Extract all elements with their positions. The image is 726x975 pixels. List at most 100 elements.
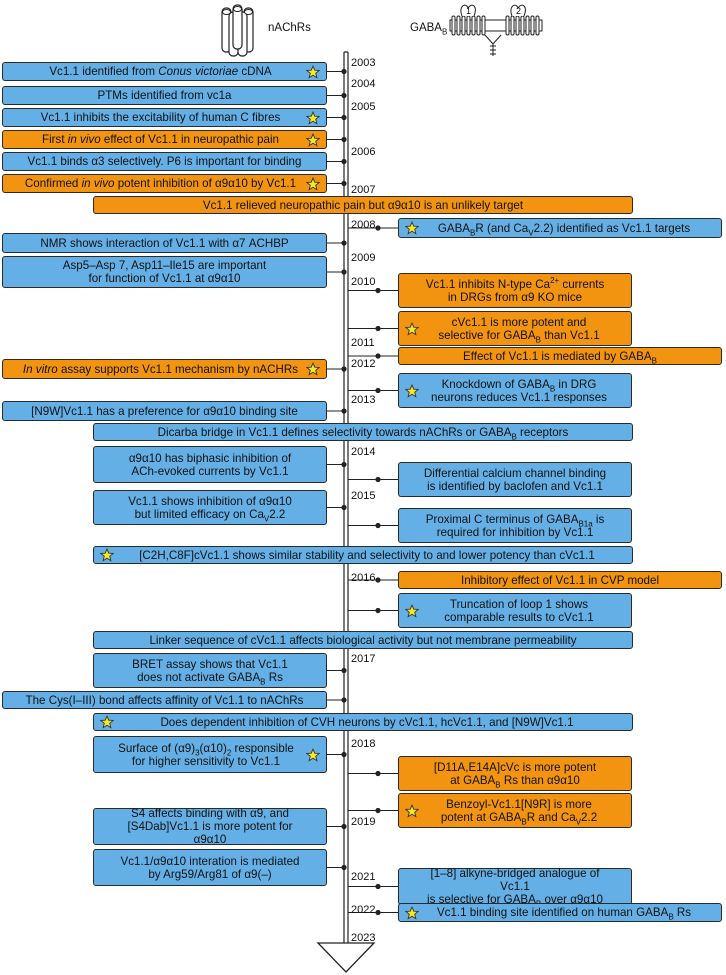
event-text: Vc1.1 binds α3 selectively. P6 is import… bbox=[27, 155, 302, 168]
event-text: The Cys(I–III) bond affects affinity of … bbox=[25, 693, 304, 707]
year-label: 2014 bbox=[351, 446, 376, 458]
event-text: GABABR (and CaV2.2) identified as Vc1.1 … bbox=[437, 221, 691, 237]
event-text: Vc1.1 inhibits the excitability of human… bbox=[40, 111, 281, 124]
timeline-dot bbox=[375, 287, 381, 294]
timeline-dot bbox=[341, 92, 347, 99]
timeline-event: Inhibitory effect of Vc1.1 in CVP model bbox=[398, 571, 722, 589]
star-icon bbox=[306, 64, 320, 79]
timeline-dot bbox=[375, 353, 381, 359]
event-text: S4 affects binding with α9, and[S4Dab]Vc… bbox=[127, 807, 293, 846]
star-icon bbox=[306, 132, 320, 147]
timeline-dot bbox=[341, 864, 347, 871]
year-label: 2016 bbox=[351, 572, 376, 584]
timeline-event: In vitro assay supports Vc1.1 mechanism … bbox=[2, 359, 327, 379]
timeline-event: GABABR (and CaV2.2) identified as Vc1.1 … bbox=[398, 218, 722, 238]
event-text: NMR shows interaction of Vc1.1 with α7 A… bbox=[40, 236, 289, 250]
year-label: 2010 bbox=[351, 276, 376, 288]
timeline-event: Vc1.1 identified from Conus victoriae cD… bbox=[2, 62, 327, 81]
event-text: Inhibitory effect of Vc1.1 in CVP model bbox=[460, 573, 660, 587]
year-label: 2013 bbox=[351, 394, 376, 406]
timeline-event: Vc1.1 binds α3 selectively. P6 is import… bbox=[2, 152, 327, 171]
star-icon bbox=[405, 321, 419, 336]
year-label: 2005 bbox=[351, 101, 376, 113]
timeline-arrowhead bbox=[316, 942, 376, 973]
gabab-subunit-2: 2 bbox=[516, 6, 522, 16]
timeline-dot bbox=[341, 504, 347, 511]
year-label: 2015 bbox=[351, 490, 376, 502]
star-icon bbox=[405, 905, 419, 920]
timeline-event: The Cys(I–III) bond affects affinity of … bbox=[2, 691, 327, 709]
year-label: 2018 bbox=[351, 738, 376, 750]
year-label: 2022 bbox=[351, 904, 376, 916]
timeline-dot bbox=[341, 366, 347, 372]
star-icon bbox=[306, 110, 320, 125]
timeline-dot bbox=[375, 607, 381, 614]
timeline-event: PTMs identified from vc1a bbox=[2, 86, 327, 105]
timeline-dot bbox=[375, 522, 381, 529]
timeline-dot bbox=[341, 667, 347, 674]
timeline-dot bbox=[375, 577, 381, 583]
timeline-dot bbox=[341, 408, 347, 414]
header-art bbox=[221, 4, 543, 57]
timeline-event: [N9W]Vc1.1 has a preference for α9α10 bi… bbox=[2, 401, 327, 421]
event-text: Confirmed in vivo potent inhibition of α… bbox=[24, 177, 297, 190]
star-icon bbox=[100, 715, 114, 729]
star-icon bbox=[306, 362, 320, 376]
timeline-dot bbox=[375, 325, 381, 332]
timeline-event: [C2H,C8F]cVc1.1 shows similar stability … bbox=[93, 546, 633, 564]
timeline-dot bbox=[375, 225, 381, 231]
year-label: 2011 bbox=[351, 337, 375, 349]
timeline-dot bbox=[375, 770, 381, 777]
gabab-label: GABAB bbox=[410, 22, 447, 36]
star-icon bbox=[405, 803, 419, 818]
year-label: 2003 bbox=[351, 57, 376, 69]
star-icon bbox=[306, 176, 320, 191]
timeline-dot bbox=[375, 387, 381, 394]
timeline-dot bbox=[341, 269, 347, 275]
timeline-dot bbox=[341, 68, 347, 75]
event-text: [N9W]Vc1.1 has a preference for α9α10 bi… bbox=[31, 404, 298, 418]
year-label: 2008 bbox=[351, 219, 376, 231]
star-icon bbox=[405, 383, 419, 398]
event-text: [C2H,C8F]cVc1.1 shows similar stability … bbox=[139, 548, 595, 562]
star-icon bbox=[306, 747, 320, 762]
timeline-dot bbox=[375, 476, 381, 483]
timeline-event: Vc1.1 binding site identified on human G… bbox=[398, 903, 722, 922]
year-label: 2021 bbox=[351, 871, 376, 883]
year-label: 2023 bbox=[351, 932, 376, 944]
timeline-dot bbox=[341, 114, 347, 121]
timeline-event: Effect of Vc1.1 is mediated by GABAB bbox=[398, 347, 722, 365]
event-text: PTMs identified from vc1a bbox=[97, 89, 232, 102]
timeline-dot bbox=[341, 697, 347, 703]
timeline-dot bbox=[375, 883, 381, 890]
nachr-icon bbox=[221, 4, 254, 57]
timeline-dot bbox=[375, 909, 381, 916]
year-label: 2004 bbox=[351, 78, 376, 90]
gabab-subunit-1: 1 bbox=[466, 6, 472, 16]
event-text: Dicarba bridge in Vc1.1 defines selectiv… bbox=[157, 425, 569, 441]
timeline-event: Vc1.1 inhibits the excitability of human… bbox=[2, 108, 327, 127]
star-icon bbox=[100, 548, 114, 562]
timeline-dot bbox=[341, 158, 347, 165]
event-text: Vc1.1 relieved neuropathic pain but α9α1… bbox=[202, 198, 524, 212]
gabab-receptor-icon bbox=[449, 4, 543, 56]
nachr-label: nAChRs bbox=[268, 22, 311, 34]
